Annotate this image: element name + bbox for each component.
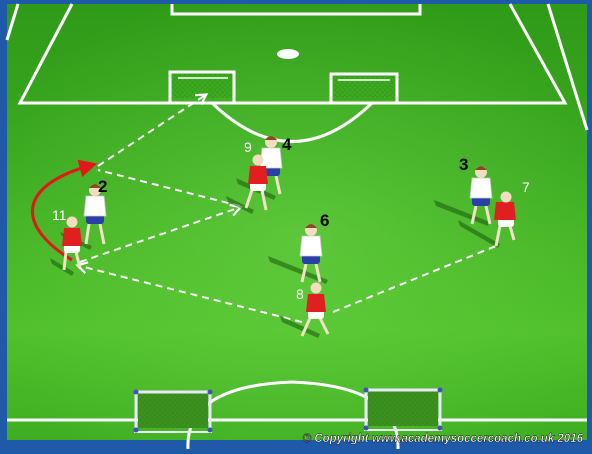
white-player-2-number: 2 xyxy=(98,177,107,196)
white-player-4-number: 4 xyxy=(282,135,292,154)
red-player-7-number: 7 xyxy=(522,179,530,195)
red-player-8-number: 8 xyxy=(296,286,304,302)
penalty-spot xyxy=(277,49,299,59)
copyright-text: © Copyright www.academysoccercoach.co.uk… xyxy=(303,433,584,445)
mini-goal-top-right xyxy=(331,74,397,102)
white-player-6-number: 6 xyxy=(320,211,329,230)
white-player-3-number: 3 xyxy=(459,155,468,174)
red-player-9-number: 9 xyxy=(244,139,252,155)
mini-goal-bottom-left xyxy=(134,390,213,433)
red-player-11-number: 11 xyxy=(52,207,67,223)
mini-goal-bottom-right xyxy=(364,388,443,431)
